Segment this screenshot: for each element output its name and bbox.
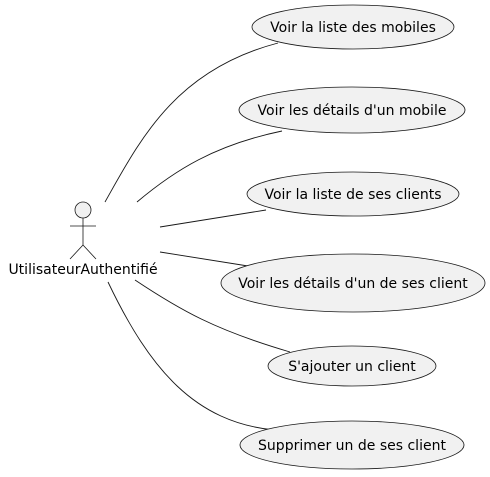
use-case-1: Voir la liste des mobiles — [251, 4, 455, 50]
actor-figure-icon — [69, 201, 97, 260]
use-case-5: S'ajouter un client — [267, 345, 437, 387]
use-case-2: Voir les détails d'un mobile — [238, 86, 466, 134]
use-case-4: Voir les détails d'un de ses client — [220, 253, 486, 313]
use-case-3-label: Voir la liste de ses clients — [264, 187, 441, 203]
association-1 — [104, 42, 279, 203]
use-case-6-label: Supprimer un de ses client — [258, 438, 446, 454]
associations — [104, 42, 291, 431]
use-case-2-label: Voir les détails d'un mobile — [258, 103, 447, 119]
use-case-5-label: S'ajouter un client — [288, 359, 416, 375]
association-5 — [134, 279, 291, 353]
use-case-3: Voir la liste de ses clients — [246, 171, 460, 217]
use-case-4-label: Voir les détails d'un de ses client — [238, 276, 468, 292]
association-4 — [159, 251, 249, 267]
actor-label: UtilisateurAuthentifié — [8, 262, 157, 278]
association-3 — [159, 209, 267, 228]
association-2 — [136, 130, 283, 203]
use-case-6: Supprimer un de ses client — [239, 420, 465, 470]
use-case-1-label: Voir la liste des mobiles — [270, 20, 436, 36]
association-6 — [107, 281, 275, 431]
actor: UtilisateurAuthentifié — [8, 201, 158, 278]
